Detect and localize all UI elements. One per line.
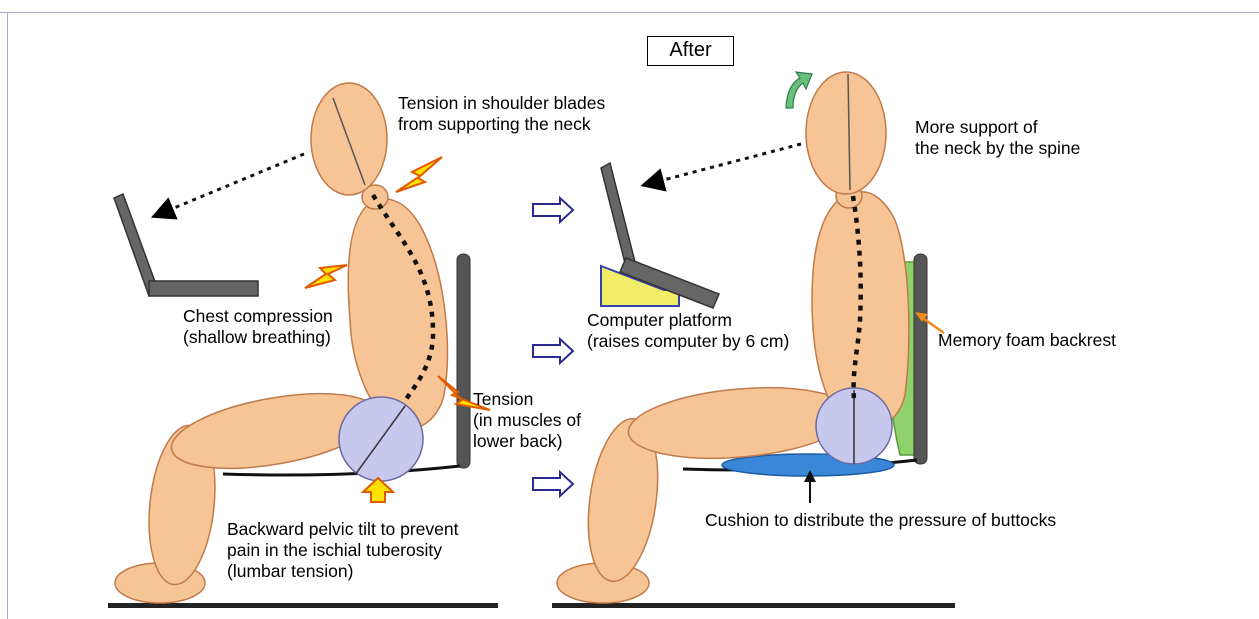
lower-back-tension-label: Tension (in muscles of lower back): [473, 389, 581, 452]
shoulder-tension-label: Tension in shoulder blades from supporti…: [398, 93, 605, 135]
right-arrow-icon: [533, 472, 573, 496]
laptop-left: [114, 194, 258, 296]
up-arrow-icon: [363, 478, 393, 502]
computer-platform-label: Computer platform (raises computer by 6 …: [587, 310, 789, 352]
pelvic-tilt-label: Backward pelvic tilt to prevent pain in …: [227, 519, 459, 582]
cushion-label: Cushion to distribute the pressure of bu…: [705, 510, 1056, 531]
lightning-icon: [396, 157, 442, 192]
lightning-icon: [305, 265, 347, 288]
diagram-title: After: [647, 36, 734, 66]
gaze-arrow-right: [652, 144, 801, 183]
curved-arrow-icon: [786, 72, 812, 108]
right-arrow-icon: [533, 198, 573, 222]
memory-foam-label: Memory foam backrest: [938, 330, 1116, 351]
floor-left: [108, 603, 498, 608]
right-arrow-icon: [533, 339, 573, 363]
floor-right: [552, 603, 955, 608]
gaze-arrow-left: [162, 154, 304, 213]
neck-support-label: More support of the neck by the spine: [915, 117, 1080, 159]
chest-compression-label: Chest compression (shallow breathing): [183, 306, 333, 348]
